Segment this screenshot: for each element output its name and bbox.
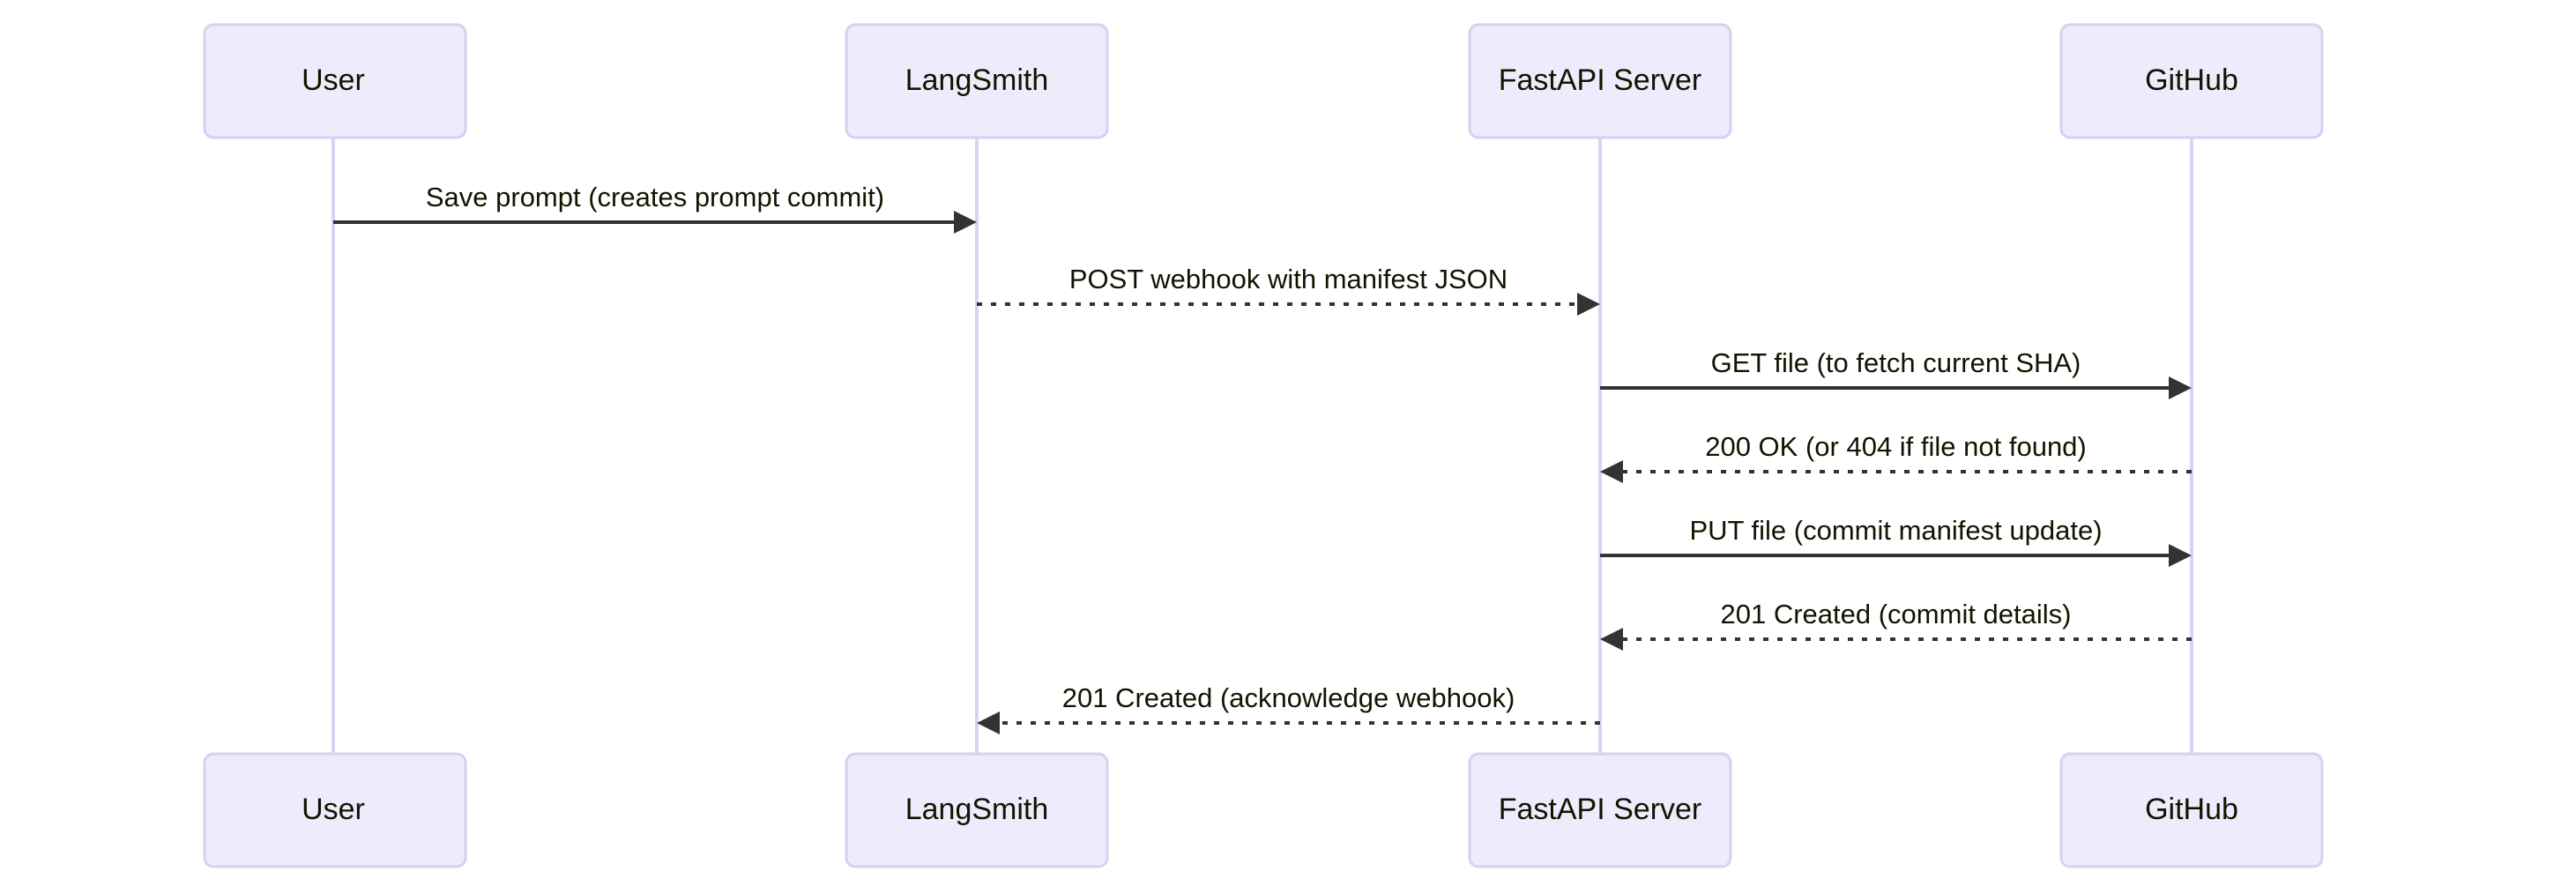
actor-user-top[interactable]: User [203,23,467,139]
actor-label-github-top: GitHub [2145,63,2238,97]
actor-box-fastapi-bottom[interactable] [1468,752,1732,868]
message-5[interactable]: PUT file (commit manifest update) [1600,515,2192,567]
message-arrowhead-2 [1577,293,1600,316]
message-label-5: PUT file (commit manifest update) [1689,515,2102,546]
message-2[interactable]: POST webhook with manifest JSON [977,264,1600,316]
actor-box-fastapi-top[interactable] [1468,23,1732,139]
message-1[interactable]: Save prompt (creates prompt commit) [333,182,977,234]
message-label-2: POST webhook with manifest JSON [1069,264,1508,294]
actor-box-user-top[interactable] [203,23,467,139]
actor-box-langsmith-bottom[interactable] [845,752,1109,868]
actor-user-bottom[interactable]: User [203,752,467,868]
actor-label-user-bottom: User [302,793,365,826]
actors-top-group: User LangSmith FastAPI Server GitHub [203,23,2324,139]
message-label-6: 201 Created (commit details) [1721,599,2072,630]
actor-github-top[interactable]: GitHub [2059,23,2324,139]
message-4[interactable]: 200 OK (or 404 if file not found) [1600,431,2192,483]
message-label-3: GET file (to fetch current SHA) [1711,347,2081,378]
message-arrowhead-3 [2169,376,2192,399]
message-7[interactable]: 201 Created (acknowledge webhook) [977,682,1600,734]
actor-box-github-top[interactable] [2059,23,2324,139]
actor-label-fastapi-top: FastAPI Server [1499,63,1702,97]
actor-langsmith-top[interactable]: LangSmith [845,23,1109,139]
message-3[interactable]: GET file (to fetch current SHA) [1600,347,2192,399]
message-arrowhead-4 [1600,460,1623,483]
message-label-1: Save prompt (creates prompt commit) [426,182,884,212]
actor-box-langsmith-top[interactable] [845,23,1109,139]
actor-label-user-top: User [302,63,365,97]
message-arrowhead-5 [2169,544,2192,567]
actor-label-github-bottom: GitHub [2145,793,2238,826]
actor-label-langsmith-bottom: LangSmith [905,793,1049,826]
actor-label-fastapi-bottom: FastAPI Server [1499,793,1702,826]
actor-label-langsmith-top: LangSmith [905,63,1049,97]
actors-bottom-group: User LangSmith FastAPI Server GitHub [203,752,2324,868]
actor-github-bottom[interactable]: GitHub [2059,752,2324,868]
message-arrowhead-1 [954,211,977,234]
actor-langsmith-bottom[interactable]: LangSmith [845,752,1109,868]
lifelines-group [331,138,2193,754]
actor-box-user-bottom[interactable] [203,752,467,868]
message-6[interactable]: 201 Created (commit details) [1600,599,2192,651]
actor-box-github-bottom[interactable] [2059,752,2324,868]
messages-group: Save prompt (creates prompt commit) POST … [333,182,2192,734]
message-label-4: 200 OK (or 404 if file not found) [1705,431,2087,462]
message-arrowhead-6 [1600,628,1623,651]
actor-fastapi-top[interactable]: FastAPI Server [1468,23,1732,139]
message-arrowhead-7 [977,711,1000,734]
actor-fastapi-bottom[interactable]: FastAPI Server [1468,752,1732,868]
message-label-7: 201 Created (acknowledge webhook) [1062,682,1515,713]
